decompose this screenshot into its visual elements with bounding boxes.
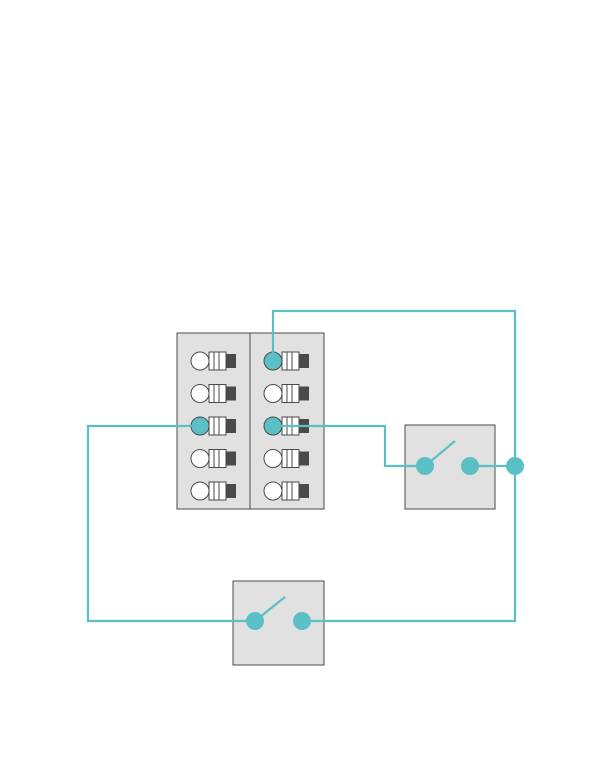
terminal-lever [299, 452, 309, 466]
terminal-c2-r4 [264, 450, 309, 468]
terminal-hole [191, 450, 209, 468]
terminal-clamp [209, 482, 226, 500]
switch-bottom-contact-left [246, 612, 264, 630]
terminal-c2-r5 [264, 482, 309, 500]
terminal-c1-r5 [191, 482, 236, 500]
terminal-c1-r1 [191, 352, 236, 370]
switch-right-contact-left [416, 457, 434, 475]
switch-bottom-contact-right [293, 612, 311, 630]
terminal-lever [226, 354, 236, 368]
terminal-clamp [209, 385, 226, 403]
terminal-lever [299, 387, 309, 401]
terminal-lever [299, 354, 309, 368]
terminal-c2-r1 [264, 352, 309, 370]
terminal-clamp [282, 450, 299, 468]
terminal-clamp [209, 417, 226, 435]
terminal-c2-r2 [264, 385, 309, 403]
terminal-hole [191, 385, 209, 403]
junction-node [506, 457, 524, 475]
terminal-clamp [282, 385, 299, 403]
terminal-lever [226, 452, 236, 466]
terminal-clamp [282, 482, 299, 500]
terminal-hole [191, 482, 209, 500]
terminal-lever [226, 387, 236, 401]
terminal-hole [264, 482, 282, 500]
terminal-c1-r2 [191, 385, 236, 403]
terminal-clamp [209, 352, 226, 370]
terminal-hole [264, 450, 282, 468]
terminal-c1-r4 [191, 450, 236, 468]
terminal-hole [264, 385, 282, 403]
terminal-block [177, 333, 324, 509]
terminal-lever [226, 484, 236, 498]
terminal-lever [226, 419, 236, 433]
terminal-clamp [282, 352, 299, 370]
terminal-hole [191, 352, 209, 370]
terminal-clamp [209, 450, 226, 468]
terminal-lever [299, 484, 309, 498]
switch-right-contact-right [461, 457, 479, 475]
